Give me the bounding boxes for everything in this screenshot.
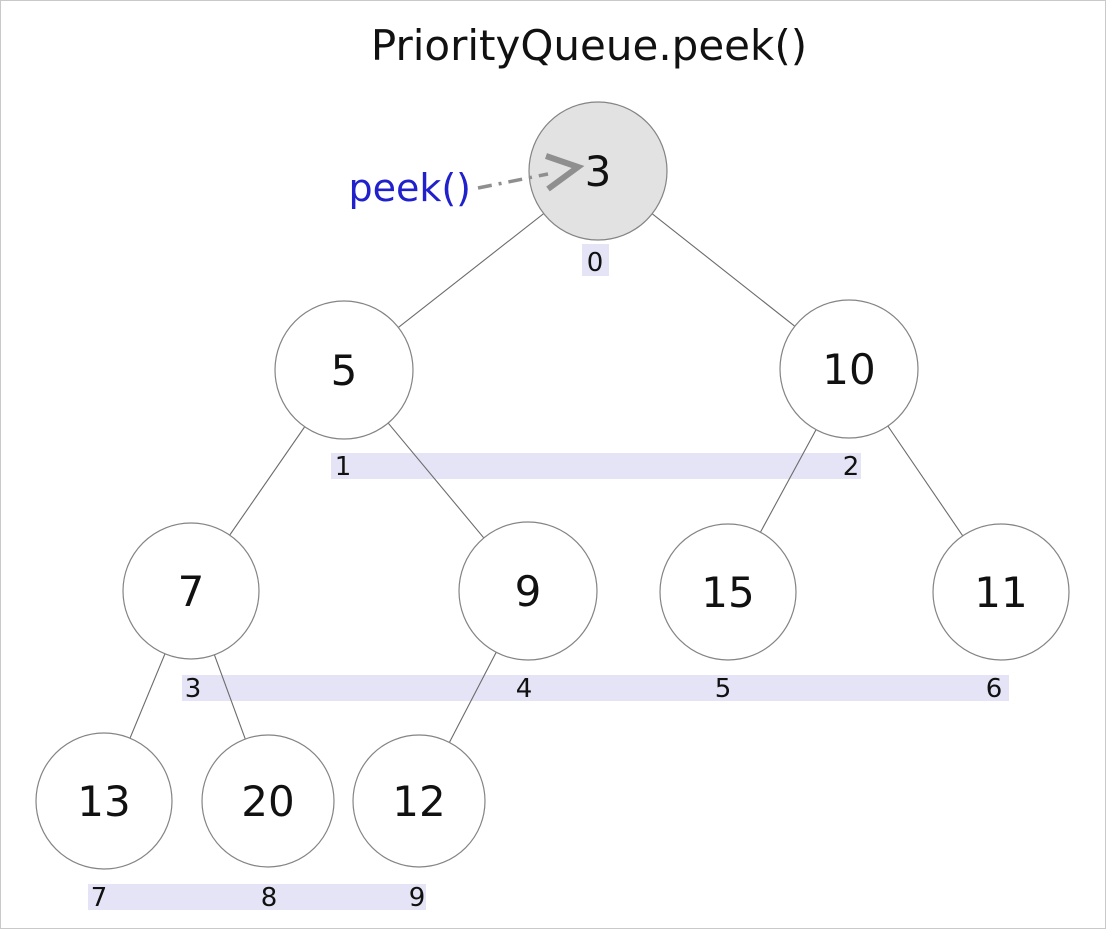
heap-node: 5 <box>274 300 414 440</box>
index-label: 3 <box>185 674 202 704</box>
index-band-level-3 <box>88 884 426 910</box>
peek-arrow-line <box>477 172 549 190</box>
node-value: 12 <box>392 777 445 826</box>
index-label: 7 <box>91 883 108 913</box>
index-label: 6 <box>986 674 1003 704</box>
index-band-level-0 <box>582 244 609 276</box>
peek-arrow-icon <box>545 153 585 192</box>
node-value: 9 <box>515 567 542 616</box>
node-circle <box>35 732 173 870</box>
node-value: 13 <box>77 777 130 826</box>
node-circle <box>528 101 668 241</box>
node-value: 3 <box>585 147 612 196</box>
index-label: 1 <box>335 452 352 482</box>
node-circle <box>122 522 260 660</box>
peek-annotation-label: peek() <box>348 166 471 210</box>
node-value: 7 <box>178 567 205 616</box>
index-label: 9 <box>409 883 426 913</box>
node-circle <box>779 299 919 439</box>
node-value: 20 <box>241 777 294 826</box>
heap-node: 12 <box>352 734 486 868</box>
diagram-title: PriorityQueue.peek() <box>371 21 807 70</box>
index-band-level-1 <box>331 453 861 479</box>
heap-node: 7 <box>122 522 260 660</box>
node-circle <box>932 523 1070 661</box>
index-label: 8 <box>261 883 278 913</box>
heap-node: 9 <box>458 521 598 661</box>
index-label: 2 <box>843 452 860 482</box>
node-value: 15 <box>701 568 754 617</box>
node-circle <box>274 300 414 440</box>
index-label: 4 <box>516 674 533 704</box>
node-value: 5 <box>331 346 358 395</box>
node-circle <box>352 734 486 868</box>
heap-node: 20 <box>201 734 335 868</box>
heap-node: 13 <box>35 732 173 870</box>
index-band-level-2 <box>182 675 1009 701</box>
node-value: 11 <box>974 568 1027 617</box>
node-value: 10 <box>822 345 875 394</box>
index-label: 5 <box>715 674 732 704</box>
heap-node-root: 3 <box>528 101 668 241</box>
heap-node: 10 <box>779 299 919 439</box>
node-circle <box>458 521 598 661</box>
index-label: 0 <box>587 248 604 278</box>
node-circle <box>201 734 335 868</box>
node-circle <box>659 523 797 661</box>
heap-node: 11 <box>932 523 1070 661</box>
heap-node: 15 <box>659 523 797 661</box>
